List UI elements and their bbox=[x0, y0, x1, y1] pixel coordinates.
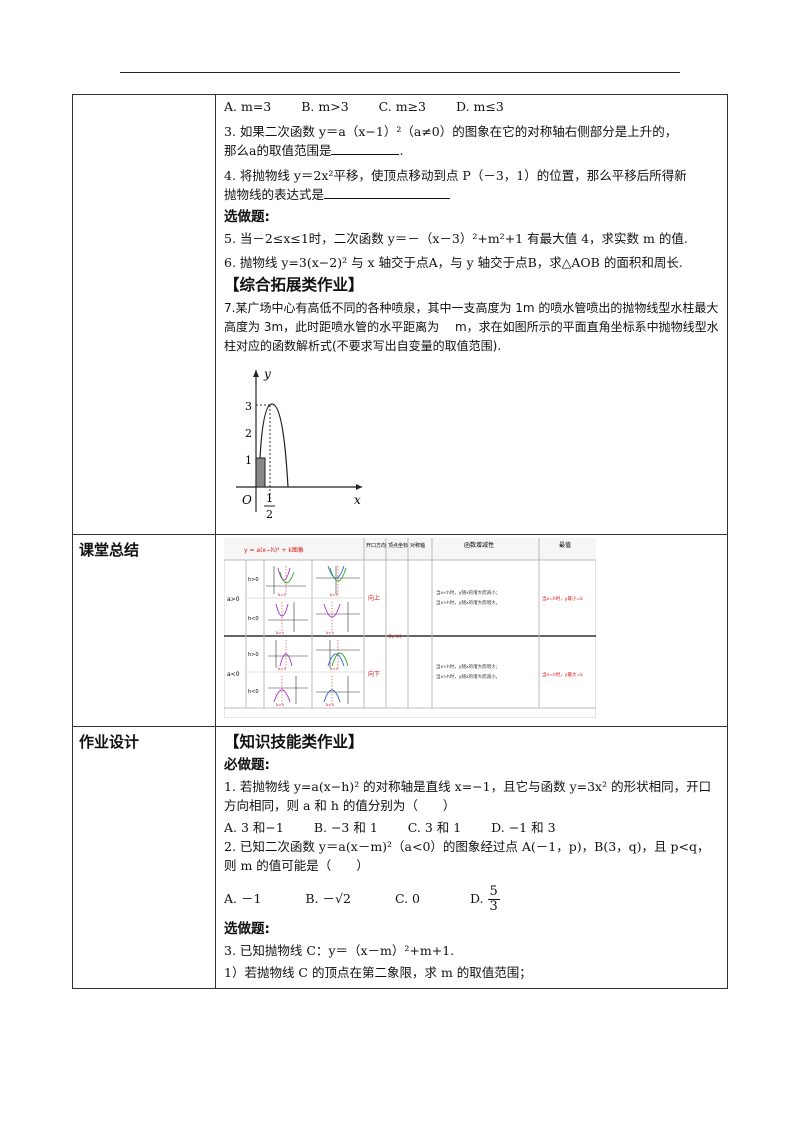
q3-line1: 3. 如果二次函数 y＝a（x−1）²（a≠0）的图象在它的对称轴右侧部分是上升… bbox=[224, 124, 678, 139]
choice-b: B. －√2 bbox=[305, 891, 351, 906]
k-label: k>0 bbox=[276, 630, 285, 635]
choice-d: D. m≤3 bbox=[456, 99, 504, 114]
mini-graph-down-4: k<0 bbox=[316, 676, 360, 707]
h-negative-label: h<0 bbox=[248, 689, 259, 695]
row-label-empty bbox=[72, 94, 216, 535]
q4-line2: 抛物线的表达式是 bbox=[224, 185, 719, 204]
k-label: k>0 bbox=[278, 666, 287, 671]
table-row: 课堂总结 y = a(x−h)² + k图象 开口方向 顶 bbox=[72, 534, 728, 727]
choice-d: D. −1 和 3 bbox=[491, 820, 556, 835]
a-positive-label: a>0 bbox=[227, 596, 240, 603]
k-label: k>0 bbox=[278, 592, 287, 597]
table-row: A. m=3 B. m>3 C. m≥3 D. m≤3 3. 如果二次函数 y＝… bbox=[72, 94, 728, 535]
summary-table-image: y = a(x−h)² + k图象 开口方向 顶点坐标 对称轴 函数增减性 最值… bbox=[224, 538, 596, 718]
mini-graph-up-4: k<0 bbox=[316, 602, 360, 635]
header-vertex: 顶点坐标 bbox=[388, 542, 408, 549]
mini-graph-up-2: k<0 bbox=[316, 565, 360, 597]
row-label-summary: 课堂总结 bbox=[72, 534, 216, 727]
choice-c: C. 0 bbox=[394, 891, 420, 906]
a-negative-label: a<0 bbox=[227, 671, 240, 678]
y-axis-arrow bbox=[253, 370, 259, 377]
header-open: 开口方向 bbox=[366, 542, 386, 549]
mini-graph-down-1: k>0 bbox=[268, 640, 308, 671]
q3-line2: 那么a的取值范围是. bbox=[224, 142, 404, 158]
mini-graph-up-1: k>0 bbox=[266, 566, 306, 597]
table-row: 作业设计 【知识技能类作业】 必做题: 1. 若抛物线 y=a(x−h)² 的对… bbox=[72, 726, 728, 989]
hw-q3: 3. 已知抛物线 C：y＝（x－m）²+m+1. bbox=[224, 943, 455, 958]
origin-label: O bbox=[242, 493, 252, 507]
q2-choices: A. m=3 B. m>3 C. m≥3 D. m≤3 bbox=[224, 97, 719, 116]
header-extreme: 最值 bbox=[559, 541, 571, 549]
fountain-graph: y x O 1 2 3 1 2 bbox=[236, 367, 362, 521]
summary-header-bg bbox=[224, 538, 596, 560]
homework-content: 【知识技能类作业】 必做题: 1. 若抛物线 y=a(x−h)² 的对称轴是直线… bbox=[215, 726, 728, 989]
choice-a: A. m=3 bbox=[224, 99, 272, 114]
optional-heading: 选做题: bbox=[224, 921, 270, 937]
row-label-homework: 作业设计 bbox=[72, 726, 216, 989]
y-tick-3: 3 bbox=[245, 400, 252, 413]
hw-q2-line1: 2. 已知二次函数 y＝a(x－m)²（a<0）的图象经过点 A(－1，p)，B… bbox=[224, 839, 710, 854]
answer-blank bbox=[324, 186, 451, 199]
q4-line1: 4. 将抛物线 y＝2x²平移，使顶点移动到点 P（－3，1）的位置，那么平移后… bbox=[224, 168, 687, 183]
question-5: 5. 当－2≤x≤1时，二次函数 y＝－（x－3）²+m²+1 有最大值 4，求… bbox=[224, 231, 688, 246]
answer-blank bbox=[331, 142, 400, 155]
k-label: k<0 bbox=[330, 666, 339, 671]
h-positive-label: h>0 bbox=[248, 577, 259, 583]
choice-a: A. －1 bbox=[224, 891, 262, 906]
y-tick-1: 1 bbox=[245, 454, 252, 467]
mini-graph-down-2: k<0 bbox=[316, 640, 360, 671]
extreme-down: 当x=h时，y最大=k bbox=[542, 671, 583, 678]
x-tick-numerator: 1 bbox=[266, 492, 273, 505]
choice-c: C. 3 和 1 bbox=[407, 820, 462, 835]
row-content-exercises: A. m=3 B. m>3 C. m≥3 D. m≤3 3. 如果二次函数 y＝… bbox=[215, 94, 728, 535]
lesson-table: A. m=3 B. m>3 C. m≥3 D. m≤3 3. 如果二次函数 y＝… bbox=[72, 94, 728, 989]
question-6: 6. 抛物线 y=3(x−2)² 与 x 轴交于点A，与 y 轴交于点B，求△A… bbox=[224, 255, 683, 270]
k-label: k<0 bbox=[326, 630, 335, 635]
header-axis: 对称轴 bbox=[410, 542, 425, 549]
open-up: 向上 bbox=[368, 594, 380, 602]
h-negative-label: h<0 bbox=[248, 616, 259, 622]
required-heading: 必做题: bbox=[224, 757, 270, 773]
vertex-coords: (h, k) bbox=[388, 634, 401, 640]
header-monotonic: 函数增减性 bbox=[464, 541, 494, 549]
x-axis-arrow bbox=[356, 484, 362, 490]
extreme-up: 当x=h时，y最小=k bbox=[542, 595, 583, 602]
k-label: k<0 bbox=[326, 702, 335, 707]
mini-graph-up-3: k>0 bbox=[268, 602, 308, 635]
choice-d: D. bbox=[469, 891, 484, 906]
choice-a: A. 3 和−1 bbox=[224, 820, 284, 835]
question-7: 7.某广场中心有高低不同的各种喷泉，其中一支高度为 1m 的喷水管喷出的抛物线型… bbox=[224, 301, 719, 353]
mono-down-1: 当x<h时，y随x的增大而增大； bbox=[436, 663, 500, 670]
k-label: k<0 bbox=[330, 592, 339, 597]
hw-q2-line2: 则 m 的值可能是（ ） bbox=[224, 858, 369, 873]
mono-up-2: 当x>h时，y随x的增大而增大。 bbox=[436, 599, 500, 606]
section-title-extension: 【综合拓展类作业】 bbox=[224, 276, 364, 294]
y-tick-2: 2 bbox=[245, 427, 252, 440]
choice-b: B. −3 和 1 bbox=[313, 820, 378, 835]
x-tick-denominator: 2 bbox=[266, 508, 273, 521]
section-title-skills: 【知识技能类作业】 bbox=[224, 733, 364, 751]
open-down: 向下 bbox=[368, 670, 380, 678]
hw-q1-line1: 1. 若抛物线 y=a(x−h)² 的对称轴是直线 x=−1，且它与函数 y=3… bbox=[224, 779, 712, 794]
header-rule bbox=[120, 72, 680, 73]
h-positive-label: h>0 bbox=[248, 652, 259, 658]
optional-heading: 选做题: bbox=[224, 209, 270, 225]
water-parabola bbox=[259, 403, 289, 488]
hw-q1-line2: 方向相同，则 a 和 h 的值分别为（ ） bbox=[224, 798, 456, 813]
header-formula: y = a(x−h)² + k图象 bbox=[244, 546, 304, 554]
y-axis-label: y bbox=[263, 367, 271, 381]
mono-down-2: 当x>h时，y随x的增大而减小。 bbox=[436, 673, 500, 680]
summary-content: y = a(x−h)² + k图象 开口方向 顶点坐标 对称轴 函数增减性 最值… bbox=[215, 534, 728, 727]
water-pipe bbox=[255, 457, 266, 488]
mini-graph-down-3: k>0 bbox=[268, 676, 308, 707]
mono-up-1: 当x<h时，y随x的增大而减小； bbox=[436, 589, 500, 596]
hw-q3-sub1: 1）若抛物线 C 的顶点在第二象限，求 m 的取值范围； bbox=[224, 965, 532, 980]
x-axis-label: x bbox=[354, 493, 361, 507]
k-label: k>0 bbox=[276, 702, 285, 707]
choice-b: B. m>3 bbox=[301, 99, 349, 114]
choice-c: C. m≥3 bbox=[378, 99, 427, 114]
hw-q1-choices: A. 3 和−1 B. −3 和 1 C. 3 和 1 D. −1 和 3 bbox=[224, 818, 719, 837]
